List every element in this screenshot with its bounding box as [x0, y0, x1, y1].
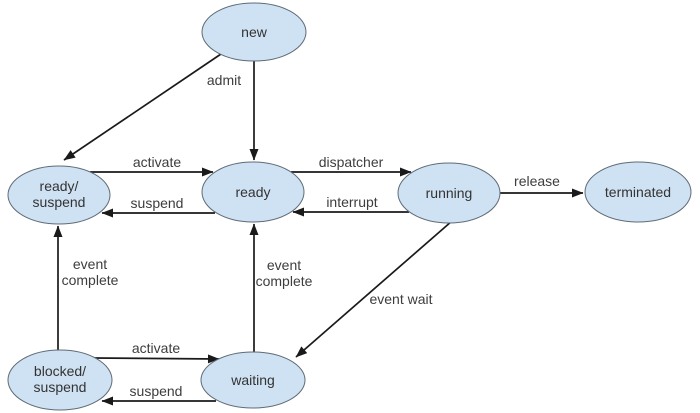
edge-label-activate-bottom: activate [132, 340, 180, 356]
edge-label-line: suspend [131, 195, 184, 211]
edge-label-line: admit [207, 72, 241, 88]
state-node-label-line: blocked/ [34, 363, 86, 379]
labels-layer: admit activate suspend dispatcher interrupt r… [62, 72, 561, 399]
state-node-label-blocked-suspend: blocked/suspend [34, 363, 87, 395]
state-node-label-waiting: waiting [230, 372, 275, 388]
edge-label-event-wait: event wait [369, 291, 432, 307]
edge-label-dispatcher: dispatcher [319, 154, 384, 170]
state-node-ready: ready [201, 161, 305, 223]
edge-event-wait [295, 220, 453, 358]
state-node-terminated: terminated [584, 161, 692, 223]
state-node-label-line: suspend [33, 194, 86, 210]
edge-label-admit: admit [207, 72, 241, 88]
state-node-label-terminated: terminated [605, 184, 671, 200]
state-ellipse-ready [201, 161, 305, 223]
state-node-new: new [201, 2, 307, 62]
edge-label-suspend-bottom: suspend [130, 383, 183, 399]
state-node-waiting: waiting [200, 351, 306, 409]
state-node-label-ready-suspend: ready/suspend [33, 178, 86, 210]
edge-label-line: event wait [369, 291, 432, 307]
edge-label-line: dispatcher [319, 154, 384, 170]
edge-label-suspend-top: suspend [131, 195, 184, 211]
state-node-blocked-suspend: blocked/suspend [7, 349, 113, 411]
state-node-label-running: running [426, 185, 473, 201]
edge-new-to-ready-suspend [63, 53, 222, 161]
state-node-label-line: running [426, 185, 473, 201]
edge-label-line: complete [256, 273, 313, 289]
edge-activate-bottom [92, 354, 220, 364]
edge-label-activate-top: activate [133, 154, 181, 170]
state-node-running: running [397, 162, 501, 224]
edge-label-line: event [73, 256, 107, 272]
edge-label-interrupt: interrupt [326, 194, 377, 210]
edge-label-line: complete [62, 272, 119, 288]
state-node-label-line: waiting [230, 372, 275, 388]
state-node-label-line: ready/ [40, 178, 79, 194]
edge-label-line: event [267, 257, 301, 273]
state-ellipse-running [397, 162, 501, 224]
edge-label-line: activate [132, 340, 180, 356]
state-node-label-line: new [241, 24, 268, 40]
edges-layer [53, 53, 584, 406]
edge-label-line: suspend [130, 383, 183, 399]
state-ellipse-waiting [200, 351, 306, 409]
state-node-ready-suspend: ready/suspend [7, 165, 111, 225]
state-ellipse-blocked-suspend [7, 349, 113, 411]
edge-label-line: activate [133, 154, 181, 170]
state-ellipse-new [201, 2, 307, 62]
edge-label-line: interrupt [326, 194, 377, 210]
state-node-label-line: ready [235, 184, 270, 200]
edge-label-line: release [514, 173, 560, 189]
state-node-label-line: terminated [605, 184, 671, 200]
edge-label-release: release [514, 173, 560, 189]
nodes-layer: new ready/suspend ready running terminated bl… [7, 2, 692, 411]
state-ellipse-ready-suspend [7, 165, 111, 225]
state-node-label-new: new [241, 24, 268, 40]
state-node-label-ready: ready [235, 184, 270, 200]
state-ellipse-terminated [584, 161, 692, 223]
state-node-label-line: suspend [34, 379, 87, 395]
